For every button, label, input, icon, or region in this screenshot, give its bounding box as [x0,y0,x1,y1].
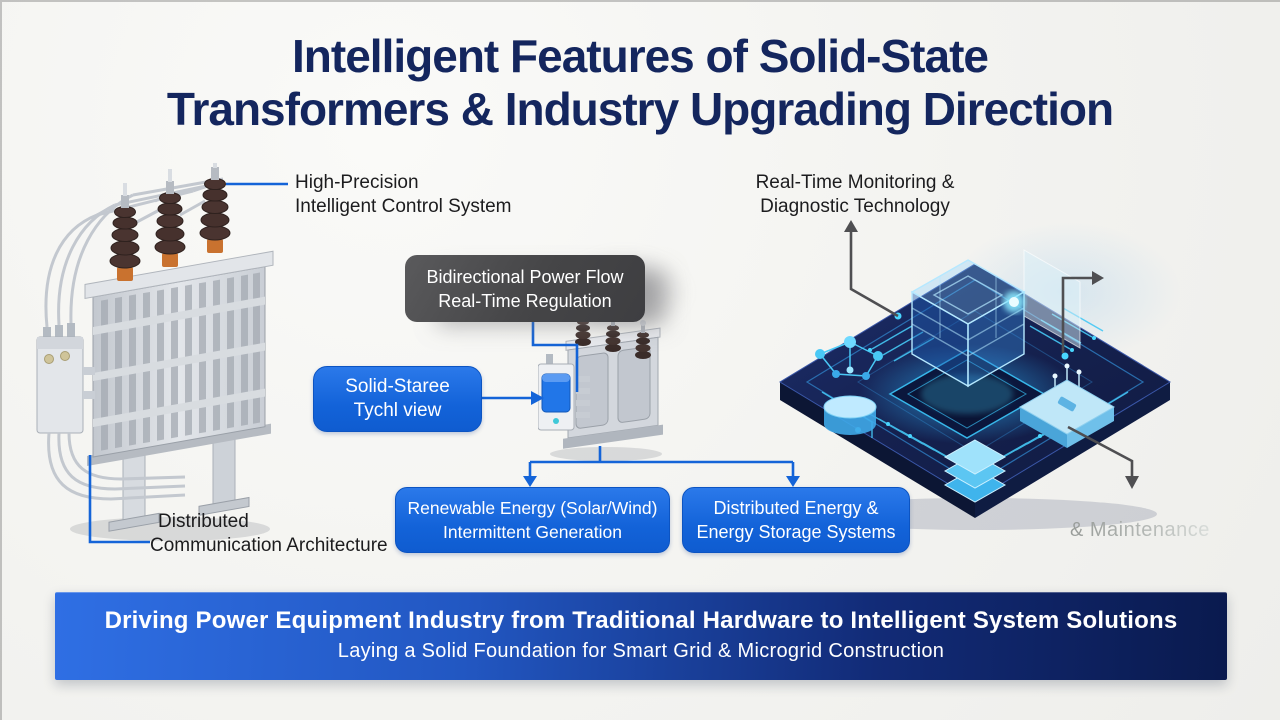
node-distributed-energy-line1: Distributed Energy & [713,498,879,518]
banner-line1: Driving Power Equipment Industry from Tr… [104,607,1178,634]
page-title-line1: Intelligent Features of Solid-State [292,30,989,82]
label-distributed-comm: Distributed Communication Architecture [150,510,388,558]
holographic-cube [910,259,1026,388]
node-bidirectional-power-flow: Bidirectional Power Flow Real-Time Regul… [405,255,645,322]
bottom-banner: Driving Power Equipment Industry from Tr… [55,592,1227,680]
label-monitoring: Real-Time Monitoring & Diagnostic Techno… [733,171,977,219]
node-bidirectional-line2: Real-Time Regulation [438,290,612,311]
label-monitoring-line2: Diagnostic Technology [760,196,950,217]
transformer-bushings [109,163,231,281]
sst-transformer-illustration [538,320,663,461]
storage-stack-module [943,439,1007,503]
node-solid-state-line1: Solid-Staree [345,376,450,397]
junction-box [36,323,95,434]
traditional-transformer-illustration [36,163,274,541]
page-title-line2: Transformers & Industry Upgrading Direct… [166,83,1114,135]
label-distributed-comm-line2: Communication Architecture [150,535,388,556]
label-distributed-comm-line1: Distributed [158,511,249,532]
banner-line2: Laying a Solid Foundation for Smart Grid… [337,640,945,662]
node-renewable-line1: Renewable Energy (Solar/Wind) [407,498,658,518]
node-solid-state-line2: Tychl view [353,400,442,421]
label-high-precision-line2: Intelligent Control System [295,196,512,217]
node-distributed-energy-line2: Energy Storage Systems [696,522,896,542]
label-high-precision: High-Precision Intelligent Control Syste… [295,171,512,219]
data-node-module [815,336,883,435]
node-bidirectional-line1: Bidirectional Power Flow [426,266,624,287]
node-distributed-energy: Distributed Energy & Energy Storage Syst… [682,487,910,553]
sst-bushings [575,320,651,359]
node-renewable-energy: Renewable Energy (Solar/Wind) Intermitte… [395,487,670,553]
page-title: Intelligent Features of Solid-State Tran… [0,30,1280,136]
label-maintenance: & Maintenance [1070,519,1210,541]
label-high-precision-line1: High-Precision [295,172,419,193]
node-renewable-line2: Intermittent Generation [443,522,622,542]
label-monitoring-line1: Real-Time Monitoring & [755,172,955,193]
node-solid-state-tech: Solid-Staree Tychl view [313,366,482,432]
